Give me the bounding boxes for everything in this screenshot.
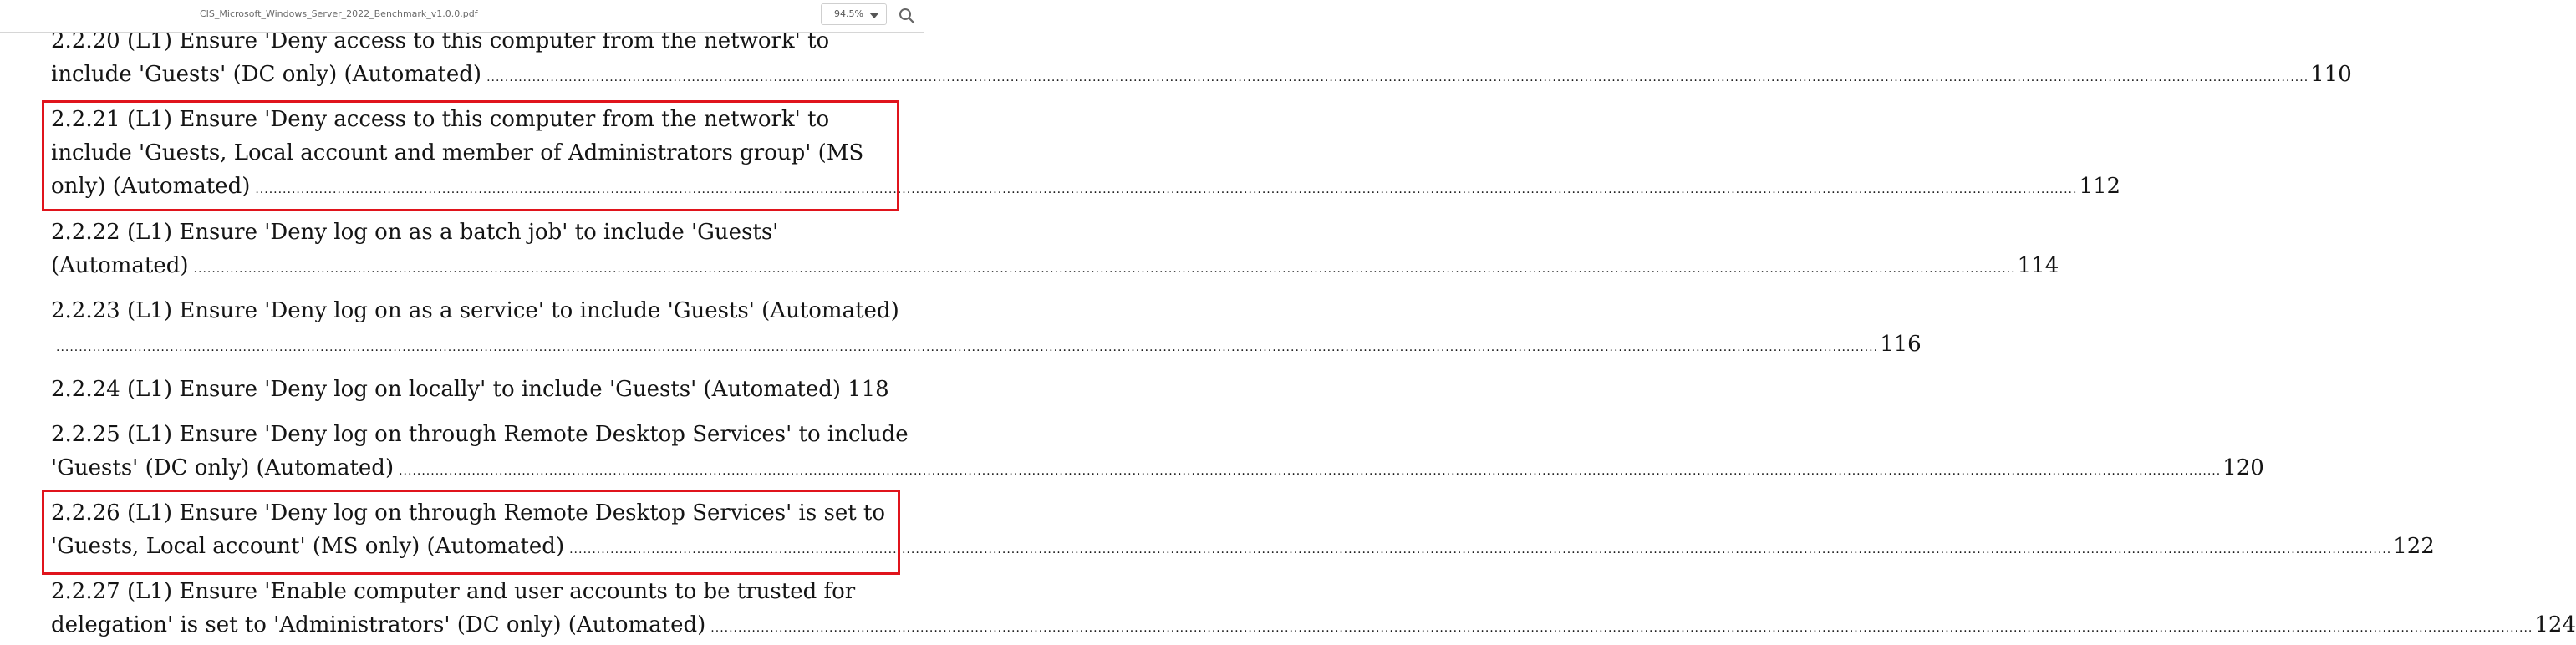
toc-entry-last-line: include 'Guests' (DC only) (Automated) .… <box>51 58 2352 91</box>
toc-entry-text-line: 2.2.22 (L1) Ensure 'Deny log on as a bat… <box>51 220 779 245</box>
toc-page-number: 124 <box>2534 612 2576 637</box>
toc-page-number: 120 <box>2222 455 2264 480</box>
toc-page-number: 110 <box>2310 62 2352 87</box>
toc-page-number: 112 <box>2079 174 2121 199</box>
toc-entry-last-line: 'Guests' (DC only) (Automated) .........… <box>51 451 2264 485</box>
toc-entry-text-line: 2.2.27 (L1) Ensure 'Enable computer and … <box>51 579 856 604</box>
toc-entry-2-2-24[interactable]: 2.2.24 (L1) Ensure 'Deny log on locally'… <box>51 373 889 406</box>
document-title: CIS_Microsoft_Windows_Server_2022_Benchm… <box>200 8 478 19</box>
dot-leader: ........................................… <box>193 262 2016 276</box>
search-button[interactable] <box>898 7 916 25</box>
toc-entry-2-2-21[interactable]: 2.2.21 (L1) Ensure 'Deny access to this … <box>51 103 2120 203</box>
toc-page-number: 118 <box>848 377 889 402</box>
toc-page-number: 116 <box>1880 332 1922 357</box>
chevron-down-icon <box>869 13 879 18</box>
search-icon <box>899 8 915 24</box>
toc-entry-text-line: 2.2.25 (L1) Ensure 'Deny log on through … <box>51 422 909 447</box>
toc-entry-text-line: 2.2.21 (L1) Ensure 'Deny access to this … <box>51 107 830 132</box>
zoom-value: 94.5% <box>834 8 863 19</box>
dot-leader: ........................................… <box>710 622 2533 635</box>
toc-entry-last-line: (Automated) ............................… <box>51 249 2059 282</box>
toc-entry-2-2-22[interactable]: 2.2.22 (L1) Ensure 'Deny log on as a bat… <box>51 216 2059 282</box>
dot-leader: ........................................… <box>56 341 1879 354</box>
toc-entry-last-line: 2.2.24 (L1) Ensure 'Deny log on locally'… <box>51 373 889 406</box>
dot-leader: ........................................… <box>486 71 2309 84</box>
toc-entry-text-line: 2.2.20 (L1) Ensure 'Deny access to this … <box>51 28 830 53</box>
toc-entry-2-2-26[interactable]: 2.2.26 (L1) Ensure 'Deny log on through … <box>51 496 2435 563</box>
toc-entry-text-line: (Automated) <box>51 253 189 278</box>
toc-entry-text-line: include 'Guests' (DC only) (Automated) <box>51 62 482 87</box>
toc-entry-last-line: only) (Automated) ......................… <box>51 170 2120 203</box>
toc-entry-2-2-23[interactable]: 2.2.23 (L1) Ensure 'Deny log on as a ser… <box>51 294 1922 361</box>
toc-entry-text-line: include 'Guests, Local account and membe… <box>51 140 864 165</box>
toc-entry-2-2-27[interactable]: 2.2.27 (L1) Ensure 'Enable computer and … <box>51 575 2576 642</box>
dot-leader: ........................................… <box>569 543 2392 556</box>
toc-page-number: 114 <box>2017 253 2059 278</box>
toc-entry-text-line: 2.2.24 (L1) Ensure 'Deny log on locally'… <box>51 377 842 402</box>
toc-entry-last-line: ........................................… <box>51 328 1922 361</box>
toc-entry-text-line: 2.2.26 (L1) Ensure 'Deny log on through … <box>51 500 886 526</box>
dot-leader: ........................................… <box>255 183 2078 196</box>
dot-leader: ........................................… <box>399 465 2222 478</box>
toc-entry-2-2-20[interactable]: 2.2.20 (L1) Ensure 'Deny access to this … <box>51 24 2352 91</box>
toc-entry-text-line: 'Guests, Local account' (MS only) (Autom… <box>51 534 565 559</box>
pdf-toolbar: CIS_Microsoft_Windows_Server_2022_Benchm… <box>0 0 924 33</box>
zoom-dropdown[interactable]: 94.5% <box>821 3 887 25</box>
pdf-page: 2.2.20 (L1) Ensure 'Deny access to this … <box>0 28 2576 637</box>
toc-entry-text-line: only) (Automated) <box>51 174 251 199</box>
toc-entry-text-line: 2.2.23 (L1) Ensure 'Deny log on as a ser… <box>51 298 899 323</box>
toc-entry-2-2-25[interactable]: 2.2.25 (L1) Ensure 'Deny log on through … <box>51 418 2264 485</box>
toc-page-number: 122 <box>2393 534 2435 559</box>
toc-entry-text-line: 'Guests' (DC only) (Automated) <box>51 455 395 480</box>
toc-entry-text-line: delegation' is set to 'Administrators' (… <box>51 612 706 637</box>
toc-entry-last-line: delegation' is set to 'Administrators' (… <box>51 608 2576 642</box>
toc-entry-last-line: 'Guests, Local account' (MS only) (Autom… <box>51 530 2435 563</box>
